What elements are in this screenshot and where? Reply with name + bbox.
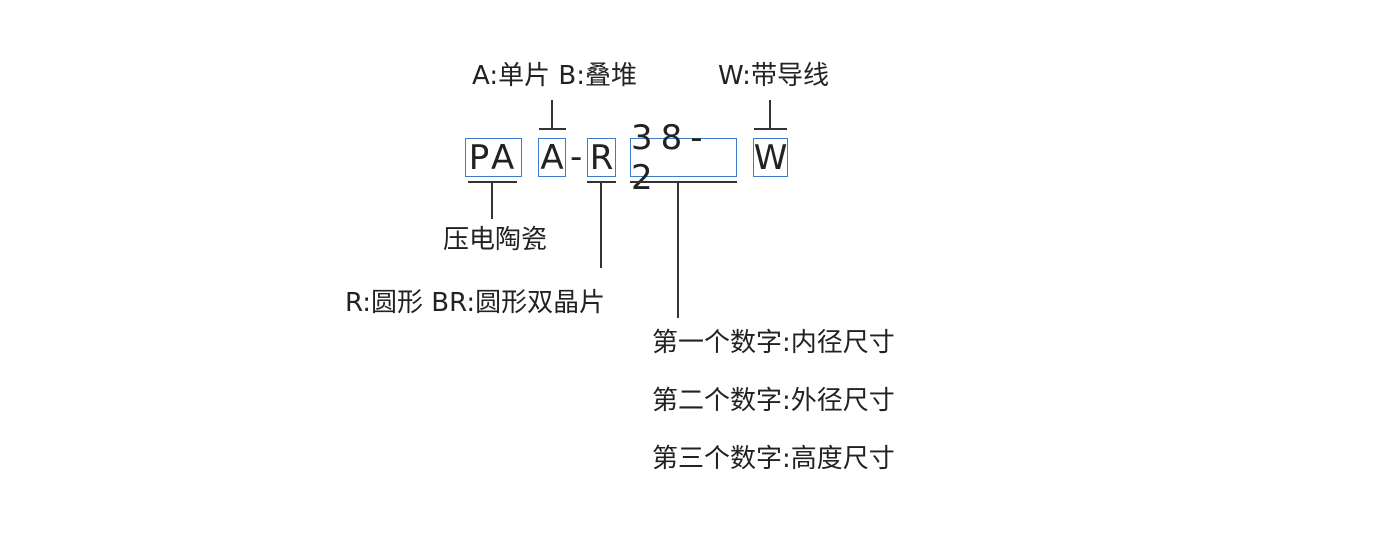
connector-a-vertical — [551, 100, 553, 129]
code-box-number: 38-2 — [630, 118, 737, 198]
code-w-text: W — [753, 137, 788, 178]
connector-w-horizontal — [754, 128, 787, 130]
connector-pa-vertical — [491, 181, 493, 219]
code-dash: - — [570, 137, 583, 177]
code-box-a: A — [538, 137, 566, 178]
label-shape: R:圆形 BR:圆形双晶片 — [345, 288, 606, 318]
connector-r-vertical — [600, 181, 602, 268]
code-r-text: R — [589, 137, 614, 178]
connector-number-vertical — [677, 181, 679, 318]
label-third-number: 第三个数字:高度尺寸 — [652, 444, 895, 474]
label-material: 压电陶瓷 — [443, 225, 548, 255]
code-box-r: R — [587, 137, 616, 178]
connector-number-horizontal — [630, 181, 737, 183]
label-lead: W:带导线 — [718, 61, 829, 91]
code-box-w: W — [753, 137, 788, 178]
code-number-text: 38-2 — [631, 117, 711, 198]
label-first-number: 第一个数字:内径尺寸 — [652, 328, 895, 358]
label-second-number: 第二个数字:外径尺寸 — [652, 386, 895, 416]
connector-a-horizontal — [539, 128, 566, 130]
code-box-pa: PA — [465, 137, 522, 178]
label-piece-type: A:单片 B:叠堆 — [472, 61, 637, 91]
code-pa-text: PA — [468, 137, 519, 178]
connector-w-vertical — [769, 100, 771, 129]
code-a-text: A — [540, 137, 564, 178]
